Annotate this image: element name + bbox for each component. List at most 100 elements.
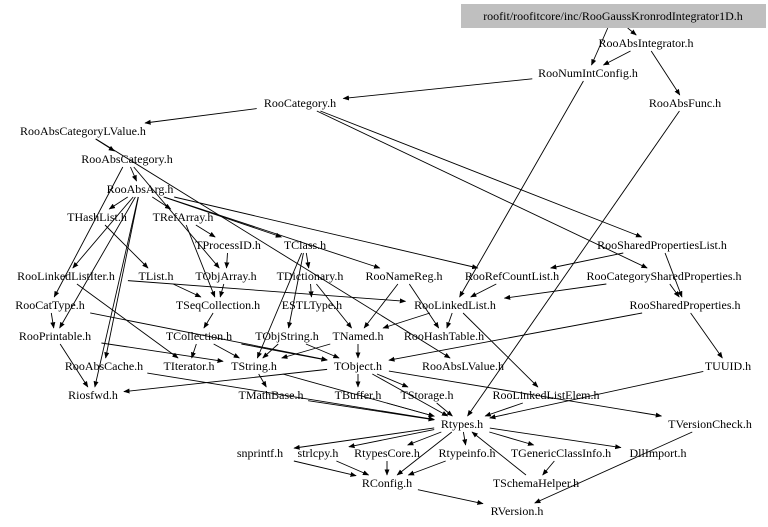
edge-RooAbsCategoryLValue-to-RooAbsLValue (95, 138, 451, 359)
node-label: RooAbsLValue.h (422, 359, 504, 373)
node-TMathBase[interactable]: TMathBase.h (239, 388, 304, 402)
node-RooLinkedListIter[interactable]: RooLinkedListIter.h (17, 269, 115, 283)
node-RtypesCore[interactable]: RtypesCore.h (354, 446, 420, 460)
node-label: RooCategorySharedProperties.h (587, 269, 742, 283)
node-label: RooLinkedListIter.h (17, 269, 115, 283)
node-root[interactable]: roofit/roofitcore/inc/RooGaussKronrodInt… (461, 4, 766, 28)
node-RooAbsArg[interactable]: RooAbsArg.h (107, 182, 174, 196)
node-TObjString[interactable]: TObjString.h (255, 329, 318, 343)
node-RooRefCountList[interactable]: RooRefCountList.h (465, 269, 559, 283)
node-TUUID[interactable]: TUUID.h (705, 359, 751, 373)
nodes: roofit/roofitcore/inc/RooGaussKronrodInt… (15, 4, 766, 518)
node-label: TClass.h (284, 238, 326, 252)
node-TNamed[interactable]: TNamed.h (333, 329, 384, 343)
node-RooLinkedList[interactable]: RooLinkedList.h (414, 298, 496, 312)
edge-RooCatType-to-RooPrintable (50, 312, 56, 329)
edge-RooNumIntConfig-to-RooLinkedList (459, 80, 584, 298)
edge-RooSharedPropertiesList-to-RooSharedProperties (664, 252, 683, 298)
edge-RooAbsArg-to-TClass (163, 196, 283, 238)
node-RooHashTable[interactable]: RooHashTable.h (404, 329, 484, 343)
root-node-box (461, 4, 766, 28)
node-TObject[interactable]: TObject.h (334, 359, 382, 373)
node-RooLinkedListElem[interactable]: RooLinkedListElem.h (493, 388, 600, 402)
node-Riosfwd[interactable]: Riosfwd.h (68, 388, 118, 402)
edge-RooAbsArg-to-RooAbsCache (104, 196, 139, 359)
node-ESTLType[interactable]: ESTLType.h (282, 298, 342, 312)
node-label: RooRefCountList.h (465, 269, 559, 283)
edge-TRefArray-to-TSeqCollection (185, 224, 216, 298)
node-TSeqCollection[interactable]: TSeqCollection.h (176, 298, 260, 312)
edge-TDictionary-to-ESTLType (308, 283, 314, 298)
node-RooAbsLValue[interactable]: RooAbsLValue.h (422, 359, 504, 373)
edge-RooAbsArg-to-THashList (108, 196, 128, 210)
edge-THashList-to-TList (104, 224, 149, 269)
edge-RooCatType-to-TObject (90, 312, 328, 362)
edge-RooAbsCategory-to-TObjArray (133, 166, 220, 269)
edge-Rtypeinfo-to-RConfig (407, 460, 446, 476)
node-label: RooSharedProperties.h (630, 298, 741, 312)
node-RooCategory[interactable]: RooCategory.h (264, 96, 336, 110)
edge-TStorage-to-Rtypes (436, 402, 453, 417)
node-TCollection[interactable]: TCollection.h (166, 329, 232, 343)
node-RooNumIntConfig[interactable]: RooNumIntConfig.h (538, 66, 638, 80)
edge-RooAbsArg-to-RooPrintable (59, 196, 136, 329)
node-RooSharedProperties[interactable]: RooSharedProperties.h (630, 298, 741, 312)
edge-RooPrintable-to-TString (101, 342, 224, 363)
node-TString[interactable]: TString.h (231, 359, 277, 373)
node-RooCategorySharedProperties[interactable]: RooCategorySharedProperties.h (587, 269, 742, 283)
node-RooAbsIntegrator[interactable]: RooAbsIntegrator.h (599, 36, 694, 50)
edge-RooCategory-to-RooSharedPropertiesList (320, 110, 643, 238)
node-RooAbsCategoryLValue[interactable]: RooAbsCategoryLValue.h (20, 124, 146, 138)
edge-Rtypes-to-DllImport (489, 427, 622, 450)
node-TBuffer[interactable]: TBuffer.h (335, 388, 382, 402)
node-label: Riosfwd.h (68, 388, 118, 402)
node-RooCatType[interactable]: RooCatType.h (15, 298, 85, 312)
edge-RooAbsArg-to-RooRefCountList (174, 196, 479, 270)
node-TObjArray[interactable]: TObjArray.h (195, 269, 256, 283)
edge-RooAbsArg-to-Riosfwd (93, 196, 139, 388)
node-THashList[interactable]: THashList.h (67, 210, 127, 224)
node-label: RooHashTable.h (404, 329, 484, 343)
edge-RooCategory-to-RooAbsCategoryLValue (144, 108, 257, 125)
edge-RooAbsArg-to-RooNameReg (164, 196, 381, 269)
node-RooSharedPropertiesList[interactable]: RooSharedPropertiesList.h (597, 238, 727, 252)
node-RooAbsFunc[interactable]: RooAbsFunc.h (649, 96, 721, 110)
node-RConfig[interactable]: RConfig.h (362, 476, 412, 490)
node-TGenericClassInfo[interactable]: TGenericClassInfo.h (511, 446, 611, 460)
node-TSchemaHelper[interactable]: TSchemaHelper.h (493, 476, 579, 490)
node-label: TBuffer.h (335, 388, 382, 402)
node-TVersionCheck[interactable]: TVersionCheck.h (668, 417, 752, 431)
node-TList[interactable]: TList.h (139, 269, 174, 283)
edge-RooLinkedListElem-to-Rtypes (484, 402, 523, 417)
node-strlcpy[interactable]: strlcpy.h (298, 446, 339, 460)
edge-TObject-to-Rtypes (372, 373, 449, 417)
node-RooAbsCategory[interactable]: RooAbsCategory.h (81, 152, 173, 166)
node-TDictionary[interactable]: TDictionary.h (277, 269, 344, 283)
node-label: RooLinkedListElem.h (493, 388, 600, 402)
node-RooNameReg[interactable]: RooNameReg.h (366, 269, 443, 283)
edge-TClass-to-TDictionary (305, 252, 311, 269)
node-Rtypeinfo[interactable]: Rtypeinfo.h (439, 446, 496, 460)
edge-TSeqCollection-to-TCollection (203, 312, 214, 329)
node-TIterator[interactable]: TIterator.h (164, 359, 215, 373)
edge-TUUID-to-Rtypes (489, 370, 704, 420)
node-DllImport[interactable]: DllImport.h (630, 446, 687, 460)
node-TProcessID[interactable]: TProcessID.h (195, 238, 261, 252)
node-TRefArray[interactable]: TRefArray.h (153, 210, 214, 224)
node-label: TProcessID.h (195, 238, 261, 252)
node-label: RVersion.h (491, 504, 544, 518)
node-RooPrintable[interactable]: RooPrintable.h (19, 329, 91, 343)
node-TStorage[interactable]: TStorage.h (401, 388, 454, 402)
node-snprintf[interactable]: snprintf.h (237, 446, 283, 460)
node-label: TMathBase.h (239, 388, 304, 402)
edge-TObject-to-TVersionCheck (388, 370, 663, 418)
edge-RooSharedPropertiesList-to-RooRefCountList (550, 252, 624, 270)
edge-TObjString-to-TObject (305, 343, 340, 359)
node-RVersion[interactable]: RVersion.h (491, 504, 544, 518)
node-RooAbsCache[interactable]: RooAbsCache.h (65, 359, 143, 373)
node-Rtypes[interactable]: Rtypes.h (441, 417, 483, 431)
edge-Rtypes-to-strlcpy (348, 429, 435, 449)
edge-Rtypes-to-Rtypeinfo (462, 431, 468, 446)
node-label: Rtypes.h (441, 417, 483, 431)
node-TClass[interactable]: TClass.h (284, 238, 326, 252)
